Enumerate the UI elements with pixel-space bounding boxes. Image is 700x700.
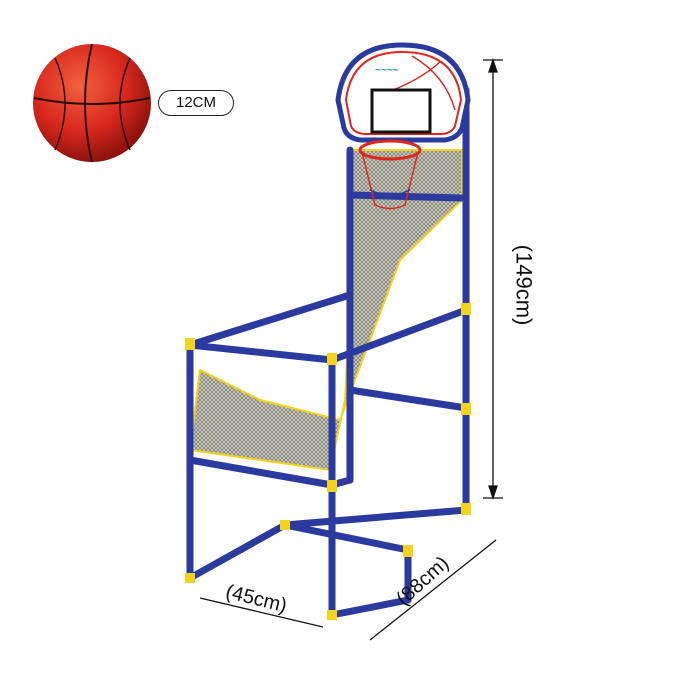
brand-logo: ~~~~	[375, 65, 399, 76]
height-dimension-label: (149cm)	[511, 244, 537, 326]
connectors	[185, 303, 471, 620]
hoop	[358, 139, 422, 210]
frame	[186, 86, 470, 619]
dimension-lines	[199, 57, 503, 641]
basketball-icon	[33, 43, 151, 163]
ball-size-label: 12CM	[158, 90, 234, 116]
backboard: ~~~~	[335, 42, 471, 143]
net	[188, 149, 463, 472]
